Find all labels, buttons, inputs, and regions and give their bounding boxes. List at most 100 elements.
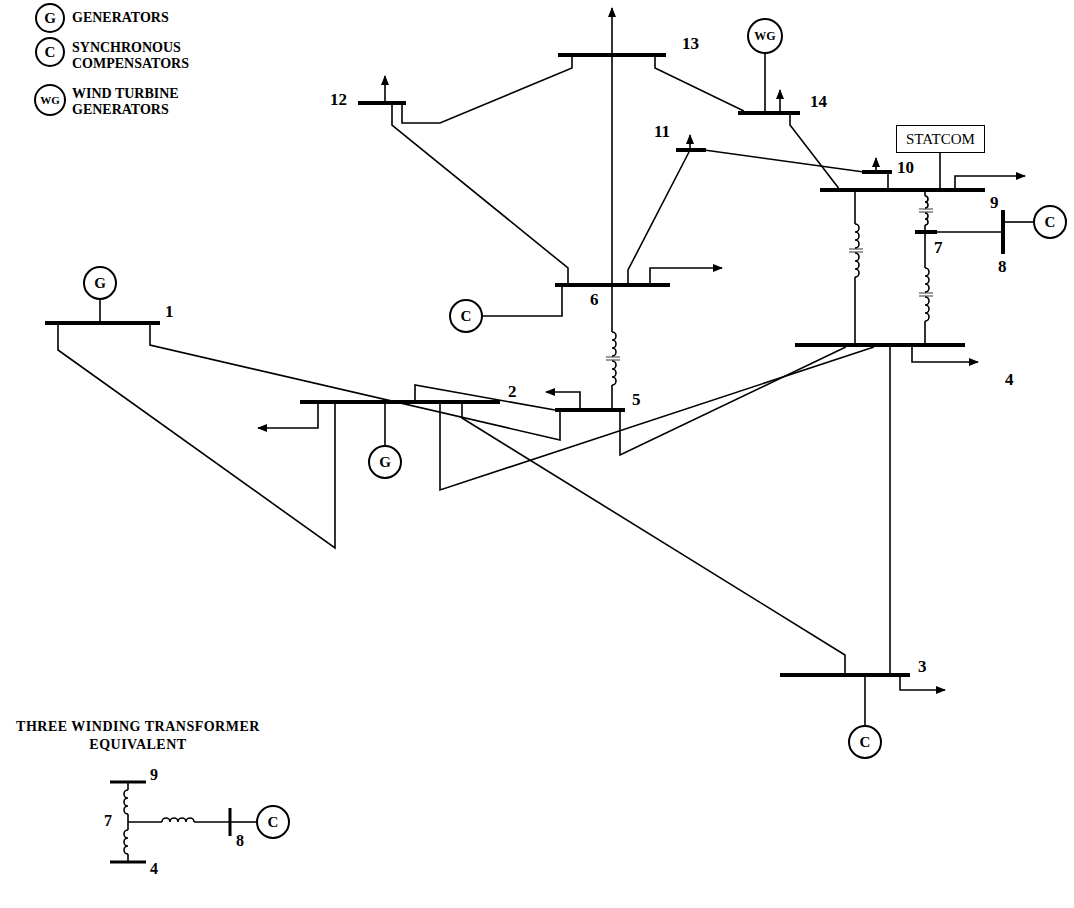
legend-text: WIND TURBINE GENERATORS — [72, 86, 222, 118]
bus-number: 4 — [1005, 370, 1014, 390]
wire — [230, 821, 256, 823]
line-connector — [706, 150, 862, 171]
line-connector — [764, 54, 766, 111]
legend-text: GENERATORS — [72, 10, 272, 26]
legend-text: SYNCHRONOUS COMPENSATORS — [72, 40, 222, 72]
load-arrow — [900, 677, 945, 690]
bus-number: 4 — [150, 860, 158, 878]
line-connector — [58, 325, 335, 548]
line-connector — [790, 115, 839, 188]
bus-bar: 13 — [558, 53, 666, 57]
bus-bar: 7 — [915, 230, 937, 234]
machine-letter: C — [860, 735, 871, 750]
line-connector — [864, 677, 866, 725]
machine-circle: C — [35, 37, 65, 67]
winding-coil — [925, 297, 929, 321]
line-connector — [1005, 221, 1033, 223]
bus-bar: 6 — [555, 283, 670, 287]
bus-number: 11 — [654, 122, 670, 142]
machine-letter: G — [379, 455, 391, 470]
bus-number: 13 — [682, 34, 699, 54]
line-connector — [628, 152, 689, 283]
line-connector — [483, 287, 562, 316]
coil-gap — [125, 790, 131, 814]
bus-bar: 10 — [862, 170, 892, 174]
bus-bar: 11 — [676, 148, 706, 152]
transformer-equivalent — [110, 782, 256, 862]
coil-gap — [922, 268, 928, 321]
machine-circle: C — [1033, 205, 1067, 239]
line-connector — [939, 153, 941, 188]
bus-number: 9 — [990, 193, 999, 213]
core-line — [606, 357, 620, 360]
winding-coil — [855, 224, 859, 248]
line-connector — [402, 57, 572, 123]
winding-coil — [162, 818, 194, 822]
machine-circle: C — [449, 299, 483, 333]
bus-number: 8 — [998, 257, 1007, 277]
bus-bar: 12 — [358, 101, 406, 105]
bus-number: 7 — [104, 812, 112, 830]
bus-bar: 1 — [45, 321, 160, 325]
bus-bar: 5 — [555, 408, 625, 412]
line-connector — [889, 347, 891, 673]
machine-letter: G — [94, 276, 106, 291]
core-line — [849, 249, 863, 252]
machine-circle: WG — [747, 18, 783, 54]
bus-number: 2 — [508, 382, 517, 402]
line-connector — [415, 385, 555, 410]
load-arrow — [650, 268, 722, 283]
line-connector — [887, 174, 889, 188]
bus-bar: 14 — [738, 111, 800, 115]
device-name: STATCOM — [906, 131, 975, 147]
bus-bar: 9 — [820, 188, 985, 192]
machine-circle: G — [35, 3, 65, 33]
bus-number: 1 — [165, 302, 174, 322]
load-arrow — [779, 90, 781, 111]
bus-number: 7 — [934, 238, 943, 258]
load-arrow — [955, 176, 1025, 188]
bus-number: 3 — [918, 657, 927, 677]
machine-circle: G — [368, 445, 402, 479]
line-connector — [937, 231, 1001, 233]
coil-gap — [922, 196, 928, 225]
bus-bar: 2 — [300, 400, 500, 404]
winding-coil — [612, 361, 616, 385]
bus-number: 5 — [632, 390, 641, 410]
winding-coil — [612, 332, 616, 356]
statcom-box: STATCOM — [896, 125, 985, 153]
machine-letter: G — [44, 11, 56, 26]
machine-letter: C — [268, 815, 279, 830]
machine-letter: C — [45, 45, 56, 60]
bus-number: 8 — [236, 832, 244, 850]
machine-circle: WG — [34, 84, 66, 116]
bus-number: 6 — [590, 290, 599, 310]
load-arrow — [258, 404, 318, 428]
line-connector — [655, 57, 744, 111]
load-arrow — [912, 347, 978, 362]
load-arrow — [875, 158, 877, 170]
bus-bar: 8 — [1001, 210, 1005, 254]
coil-gap — [852, 224, 858, 277]
load-arrow — [546, 392, 580, 408]
load-arrow — [384, 76, 386, 101]
bus-bar: 3 — [780, 673, 910, 677]
bus-number: 14 — [810, 92, 827, 112]
line-connector — [440, 347, 874, 490]
machine-circle: G — [83, 266, 117, 300]
machine-letter: C — [1045, 215, 1056, 230]
winding-coil — [855, 253, 859, 277]
line-connector — [150, 325, 560, 440]
load-arrow — [689, 135, 691, 148]
machine-letter: WG — [754, 30, 775, 42]
inset-title: THREE WINDING TRANSFORMER EQUIVALENT — [14, 718, 262, 754]
machine-letter: C — [461, 309, 472, 324]
winding-coil — [925, 268, 929, 292]
machine-circle: C — [848, 725, 882, 759]
bus-number: 10 — [897, 158, 914, 178]
winding-coil — [124, 790, 128, 814]
bus-bar: 4 — [795, 343, 965, 347]
coil-gap — [162, 819, 194, 825]
winding-coil — [925, 196, 928, 208]
